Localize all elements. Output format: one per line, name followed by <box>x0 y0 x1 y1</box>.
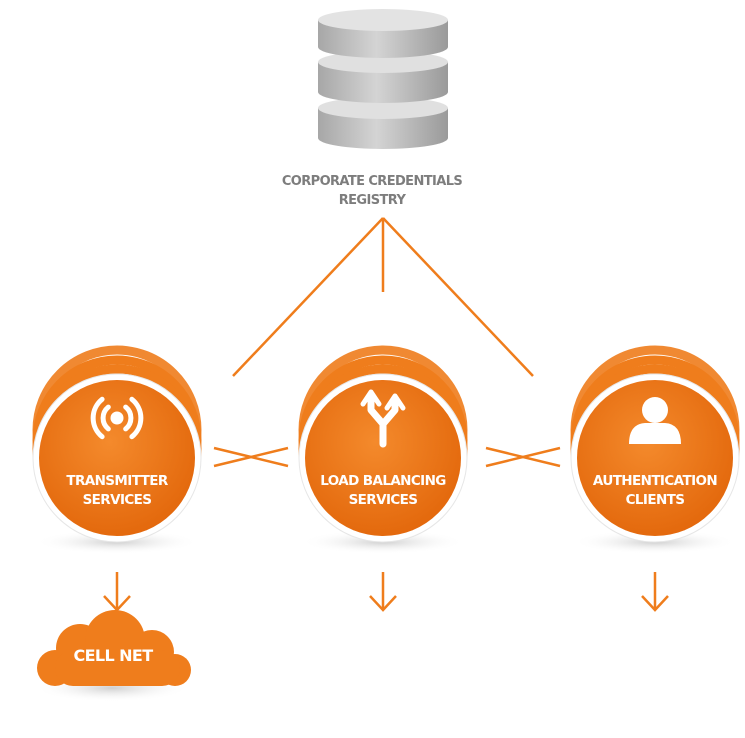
down-arrow-authentication <box>641 572 669 612</box>
node-label-line1: TRANSMITTER <box>66 473 168 489</box>
cloud-label: CELL NET <box>73 646 153 665</box>
registry-label-line2: REGISTRY <box>338 193 406 208</box>
registry-label-line1: CORPORATE CREDENTIALS <box>281 174 463 189</box>
service-node-load-balancing <box>298 345 468 554</box>
node-connector-right <box>485 446 561 468</box>
down-arrow-load-balancing <box>369 572 397 612</box>
node-disc <box>577 380 733 536</box>
database-icon <box>318 9 448 149</box>
node-connector-left <box>213 446 289 468</box>
broadcast-icon <box>90 396 144 440</box>
service-node-authentication <box>570 345 740 554</box>
split-arrow-icon <box>360 389 406 448</box>
node-label-line1: AUTHENTICATION <box>592 473 718 489</box>
cloud-icon <box>34 610 191 702</box>
registry-connectors <box>232 217 534 377</box>
service-node-transmitter <box>32 345 202 554</box>
node-label-line2: SERVICES <box>348 492 418 508</box>
node-disc <box>305 380 461 536</box>
node-label-line2: CLIENTS <box>625 492 685 508</box>
node-label-load-balancing: LOAD BALANCING SERVICES <box>303 472 463 510</box>
registry-label: CORPORATE CREDENTIALS REGISTRY <box>222 172 522 210</box>
down-arrow-transmitter <box>103 572 131 612</box>
node-label-transmitter: TRANSMITTER SERVICES <box>37 472 197 510</box>
node-disc <box>39 380 195 536</box>
user-icon <box>629 397 681 444</box>
node-label-line1: LOAD BALANCING <box>320 473 446 489</box>
node-label-authentication: AUTHENTICATION CLIENTS <box>575 472 735 510</box>
node-label-line2: SERVICES <box>82 492 152 508</box>
